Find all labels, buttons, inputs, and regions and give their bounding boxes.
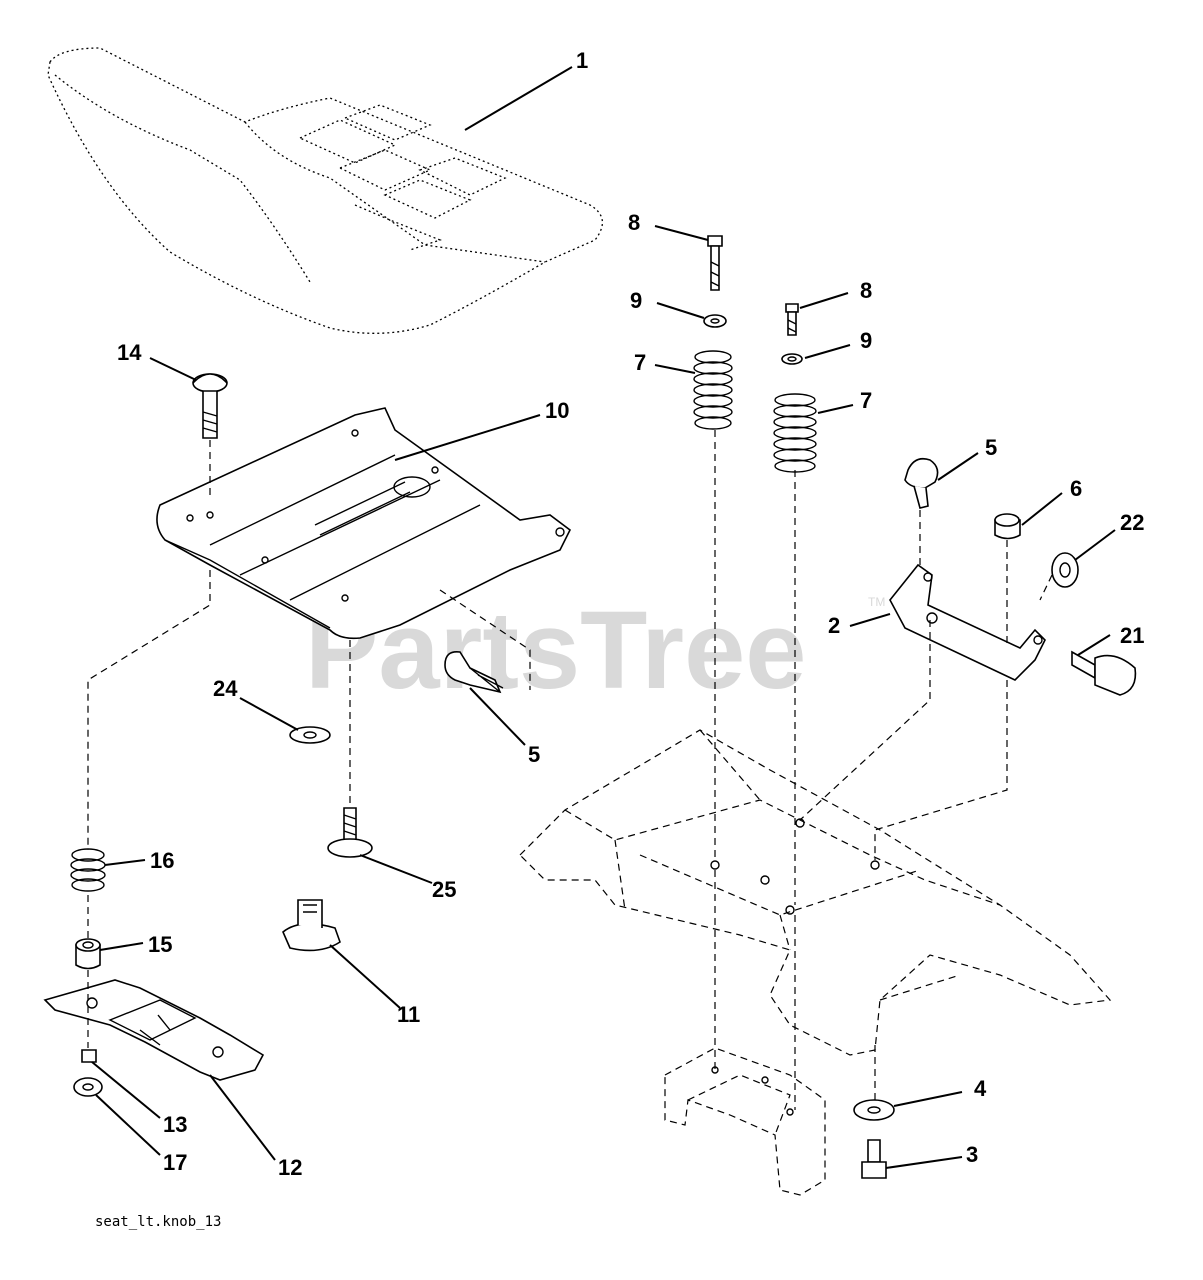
part-screw-8-left: [707, 235, 723, 291]
assembly-lines: [87, 430, 1053, 1110]
part-spring-7-left: [693, 350, 733, 430]
callout-22: 22: [1120, 510, 1144, 535]
part-screw-8-right: [785, 303, 799, 336]
part-carriage-bolt: [192, 373, 228, 439]
part-seat-pan: [156, 407, 572, 640]
callout-13: 13: [163, 1112, 187, 1137]
part-lower-bracket: [664, 1047, 826, 1196]
callout-21: 21: [1120, 623, 1144, 648]
part-nut-17: [73, 1077, 103, 1097]
callout-10: 10: [545, 398, 569, 423]
callout-7-left: 7: [634, 350, 646, 375]
part-washer-24: [289, 726, 331, 744]
callout-6: 6: [1070, 476, 1082, 501]
part-knob-bolt-21: [1071, 650, 1137, 696]
part-nut-13: [81, 1049, 97, 1063]
callout-7-right: 7: [860, 388, 872, 413]
diagram-caption: seat_lt.knob_13: [95, 1214, 221, 1230]
callouts: 1 2 3 4 5 5 6 7 7 8 8 9 9 10 11 12 13 14…: [117, 48, 1144, 1180]
callout-8-left: 8: [628, 210, 640, 235]
callout-17: 17: [163, 1150, 187, 1175]
part-clip-left: [444, 650, 504, 694]
part-bracket-2: [889, 563, 1046, 681]
part-spring-16: [70, 848, 106, 892]
callout-12: 12: [278, 1155, 302, 1180]
watermark-trademark: TM: [868, 595, 885, 609]
callout-5-right: 5: [985, 435, 997, 460]
callout-25: 25: [432, 877, 456, 902]
leader-lines: [91, 66, 1116, 1169]
callout-16: 16: [150, 848, 174, 873]
part-nut-22: [1051, 552, 1079, 588]
part-knob-11: [282, 899, 341, 952]
callout-11: 11: [397, 1002, 420, 1027]
callout-14: 14: [117, 340, 142, 365]
part-bolt-3: [861, 1139, 887, 1179]
part-bolt-25: [327, 807, 373, 858]
callout-8-right: 8: [860, 278, 872, 303]
part-washer-4: [853, 1099, 895, 1121]
callout-5-left: 5: [528, 742, 540, 767]
callout-1: 1: [576, 48, 588, 73]
part-washer-9-left: [703, 314, 727, 328]
callout-24: 24: [213, 676, 238, 701]
callout-4: 4: [974, 1076, 987, 1101]
part-washer-9-right: [781, 353, 803, 365]
callout-9-right: 9: [860, 328, 872, 353]
callout-9-left: 9: [630, 288, 642, 313]
part-bracket-12: [43, 979, 265, 1081]
part-frame: [519, 729, 1112, 1056]
callout-3: 3: [966, 1142, 978, 1167]
part-seat: [47, 47, 603, 334]
part-bushing-15: [75, 938, 101, 970]
callout-2: 2: [828, 613, 840, 638]
part-spring-7-right: [773, 393, 817, 473]
part-clip-right: [904, 457, 939, 509]
part-nut-6: [994, 513, 1021, 540]
callout-15: 15: [148, 932, 172, 957]
